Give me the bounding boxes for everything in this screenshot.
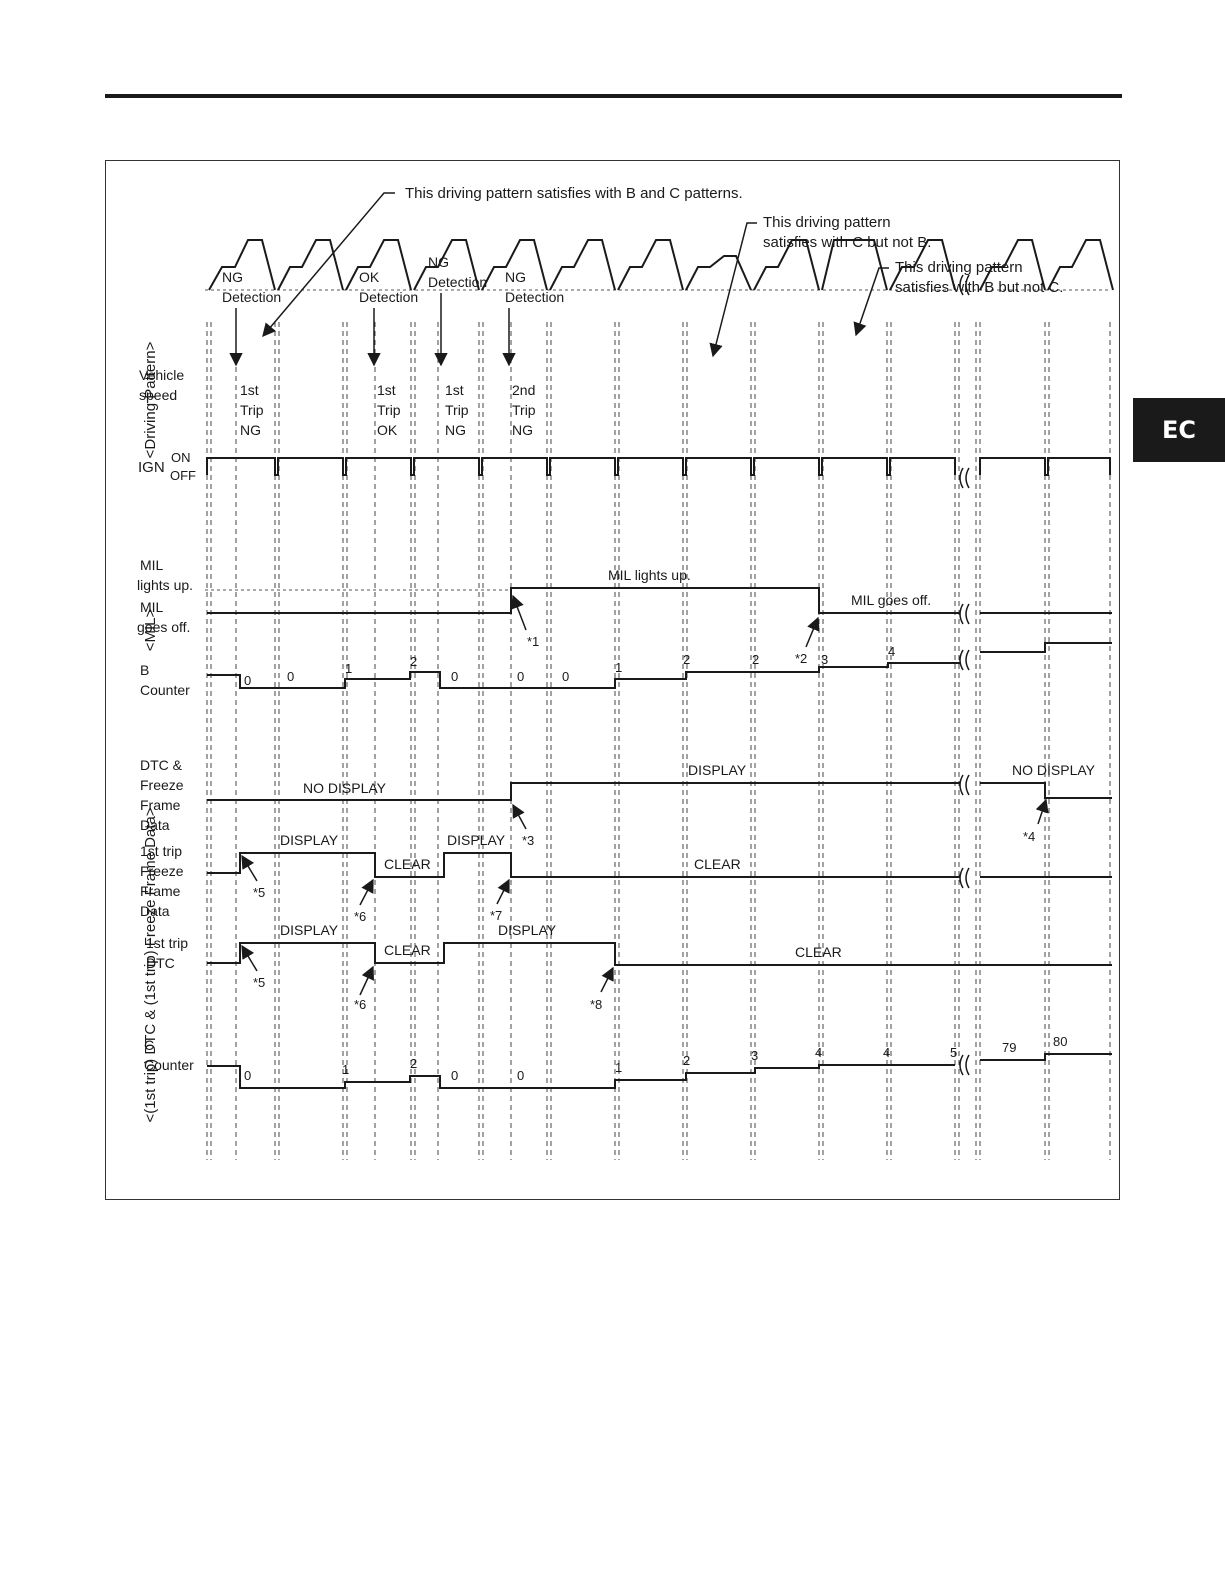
- ign-on-label: ON: [171, 450, 191, 465]
- dtc-display-state: DISPLAY: [688, 762, 747, 778]
- ffd-display-state: DISPLAY: [280, 832, 339, 848]
- trip-result: 1st Trip NG: [240, 382, 267, 438]
- b-counter-value: 4: [888, 644, 895, 659]
- mil-lights-up-state: MIL lights up.: [608, 567, 691, 583]
- c-counter-value: 1: [615, 1060, 622, 1075]
- b-counter-trace: [207, 642, 1112, 689]
- b-counter-value: 2: [752, 652, 759, 667]
- detection-label: NG Detection: [428, 254, 487, 290]
- annotation-pattern-bc-arrow: [262, 192, 395, 338]
- tdtc-display-state: DISPLAY: [498, 922, 557, 938]
- annotation-pattern-b-not-c: This driving pattern satisfies with B bu…: [895, 259, 1063, 296]
- detection-label: NG Detection: [505, 269, 564, 305]
- dtc-no-display-state: NO DISPLAY: [1012, 762, 1096, 778]
- section-label-dtc: <(1st trip) DTC & (1st trip) Freeze Fram…: [142, 807, 159, 1122]
- ign-label: IGN: [138, 459, 165, 476]
- mil-goes-off-state: MIL goes off.: [851, 592, 931, 608]
- detection-arrows: [229, 293, 516, 367]
- top-rule: [105, 94, 1122, 98]
- c-counter-value: 5: [950, 1045, 957, 1060]
- c-counter-label: C Counter: [144, 1037, 194, 1073]
- section-label-mil: <MIL>: [142, 609, 159, 652]
- b-counter-value: 1: [615, 660, 622, 675]
- cycle-boundary-lines: [206, 322, 1111, 1160]
- b-counter-value: 0: [562, 669, 569, 684]
- marker-5: *5: [253, 885, 265, 900]
- b-counter-label: B Counter: [140, 662, 190, 698]
- marker-2: *2: [795, 651, 807, 666]
- marker-6: *6: [354, 909, 366, 924]
- c-counter-value: 79: [1002, 1040, 1016, 1055]
- dtc-ffd-trace: [207, 782, 1112, 801]
- c-counter-value: 2: [683, 1053, 690, 1068]
- first-trip-ffd-trace: [207, 852, 1112, 878]
- first-trip-dtc-label: 1st trip DTC: [146, 935, 192, 971]
- b-counter-value: 3: [821, 652, 828, 667]
- c-counter-value: 4: [815, 1045, 822, 1060]
- c-counter-value: 2: [410, 1056, 417, 1071]
- c-counter-value: 0: [244, 1068, 251, 1083]
- marker-3: *3: [522, 833, 534, 848]
- detection-label: NG Detection: [222, 269, 281, 305]
- tdtc-clear-state: CLEAR: [795, 944, 842, 960]
- annotation-pattern-c-not-b-arrow: [709, 222, 757, 358]
- ign-off-label: OFF: [170, 468, 196, 483]
- marker-6: *6: [354, 997, 366, 1012]
- mil-off-label: MIL goes off.: [137, 599, 190, 635]
- first-trip-ffd-label: 1st trip Freeze Frame Data: [140, 843, 187, 919]
- first-trip-dtc-trace: [207, 942, 1112, 966]
- b-counter-value: 0: [451, 669, 458, 684]
- annotation-pattern-b-not-c-arrow: [853, 267, 889, 337]
- b-counter-value: 0: [244, 673, 251, 688]
- marker-1: *1: [527, 634, 539, 649]
- ign-trace: [206, 457, 1111, 476]
- vehicle-speed-label: Vehicle speed: [139, 367, 188, 403]
- ffd-clear-state: CLEAR: [694, 856, 741, 872]
- section-tab-ec: EC: [1133, 398, 1225, 462]
- detection-label: OK Detection: [359, 269, 418, 305]
- c-counter-value: 80: [1053, 1034, 1067, 1049]
- b-counter-value: 0: [517, 669, 524, 684]
- mil-on-label: MIL lights up.: [137, 557, 193, 593]
- mil-trace: [207, 587, 1112, 614]
- dtc-no-display-state: NO DISPLAY: [303, 780, 387, 796]
- dtc-ffd-label: DTC & Freeze Frame Data: [140, 757, 187, 833]
- c-counter-trace: [207, 1053, 1112, 1089]
- ffd-clear-state: CLEAR: [384, 856, 431, 872]
- trip-result: 1st Trip NG: [445, 382, 472, 438]
- marker-arrows: [241, 594, 1049, 996]
- marker-5: *5: [253, 975, 265, 990]
- tdtc-display-state: DISPLAY: [280, 922, 339, 938]
- ffd-display-state: DISPLAY: [447, 832, 506, 848]
- diagram-frame: [105, 160, 1120, 1200]
- b-counter-value: 0: [287, 669, 294, 684]
- annotation-pattern-bc: This driving pattern satisfies with B an…: [405, 185, 743, 202]
- section-label-driving-pattern: <Driving Pattern>: [142, 341, 159, 458]
- marker-8: *8: [590, 997, 602, 1012]
- annotation-pattern-c-not-b: This driving pattern satisfies with C bu…: [763, 214, 931, 251]
- marker-7: *7: [490, 908, 502, 923]
- c-counter-value: 4: [883, 1045, 890, 1060]
- c-counter-value: 3: [751, 1048, 758, 1063]
- trip-result: 2nd Trip NG: [512, 382, 539, 438]
- c-counter-value: 0: [517, 1068, 524, 1083]
- b-counter-value: 2: [683, 652, 690, 667]
- b-counter-value: 2: [410, 654, 417, 669]
- tdtc-clear-state: CLEAR: [384, 942, 431, 958]
- b-counter-value: 1: [345, 661, 352, 676]
- marker-4: *4: [1023, 829, 1035, 844]
- c-counter-value: 1: [342, 1062, 349, 1077]
- trip-result: 1st Trip OK: [377, 382, 404, 438]
- time-break-marks: [959, 274, 970, 1076]
- c-counter-value: 0: [451, 1068, 458, 1083]
- vehicle-speed-trace: [208, 239, 1114, 291]
